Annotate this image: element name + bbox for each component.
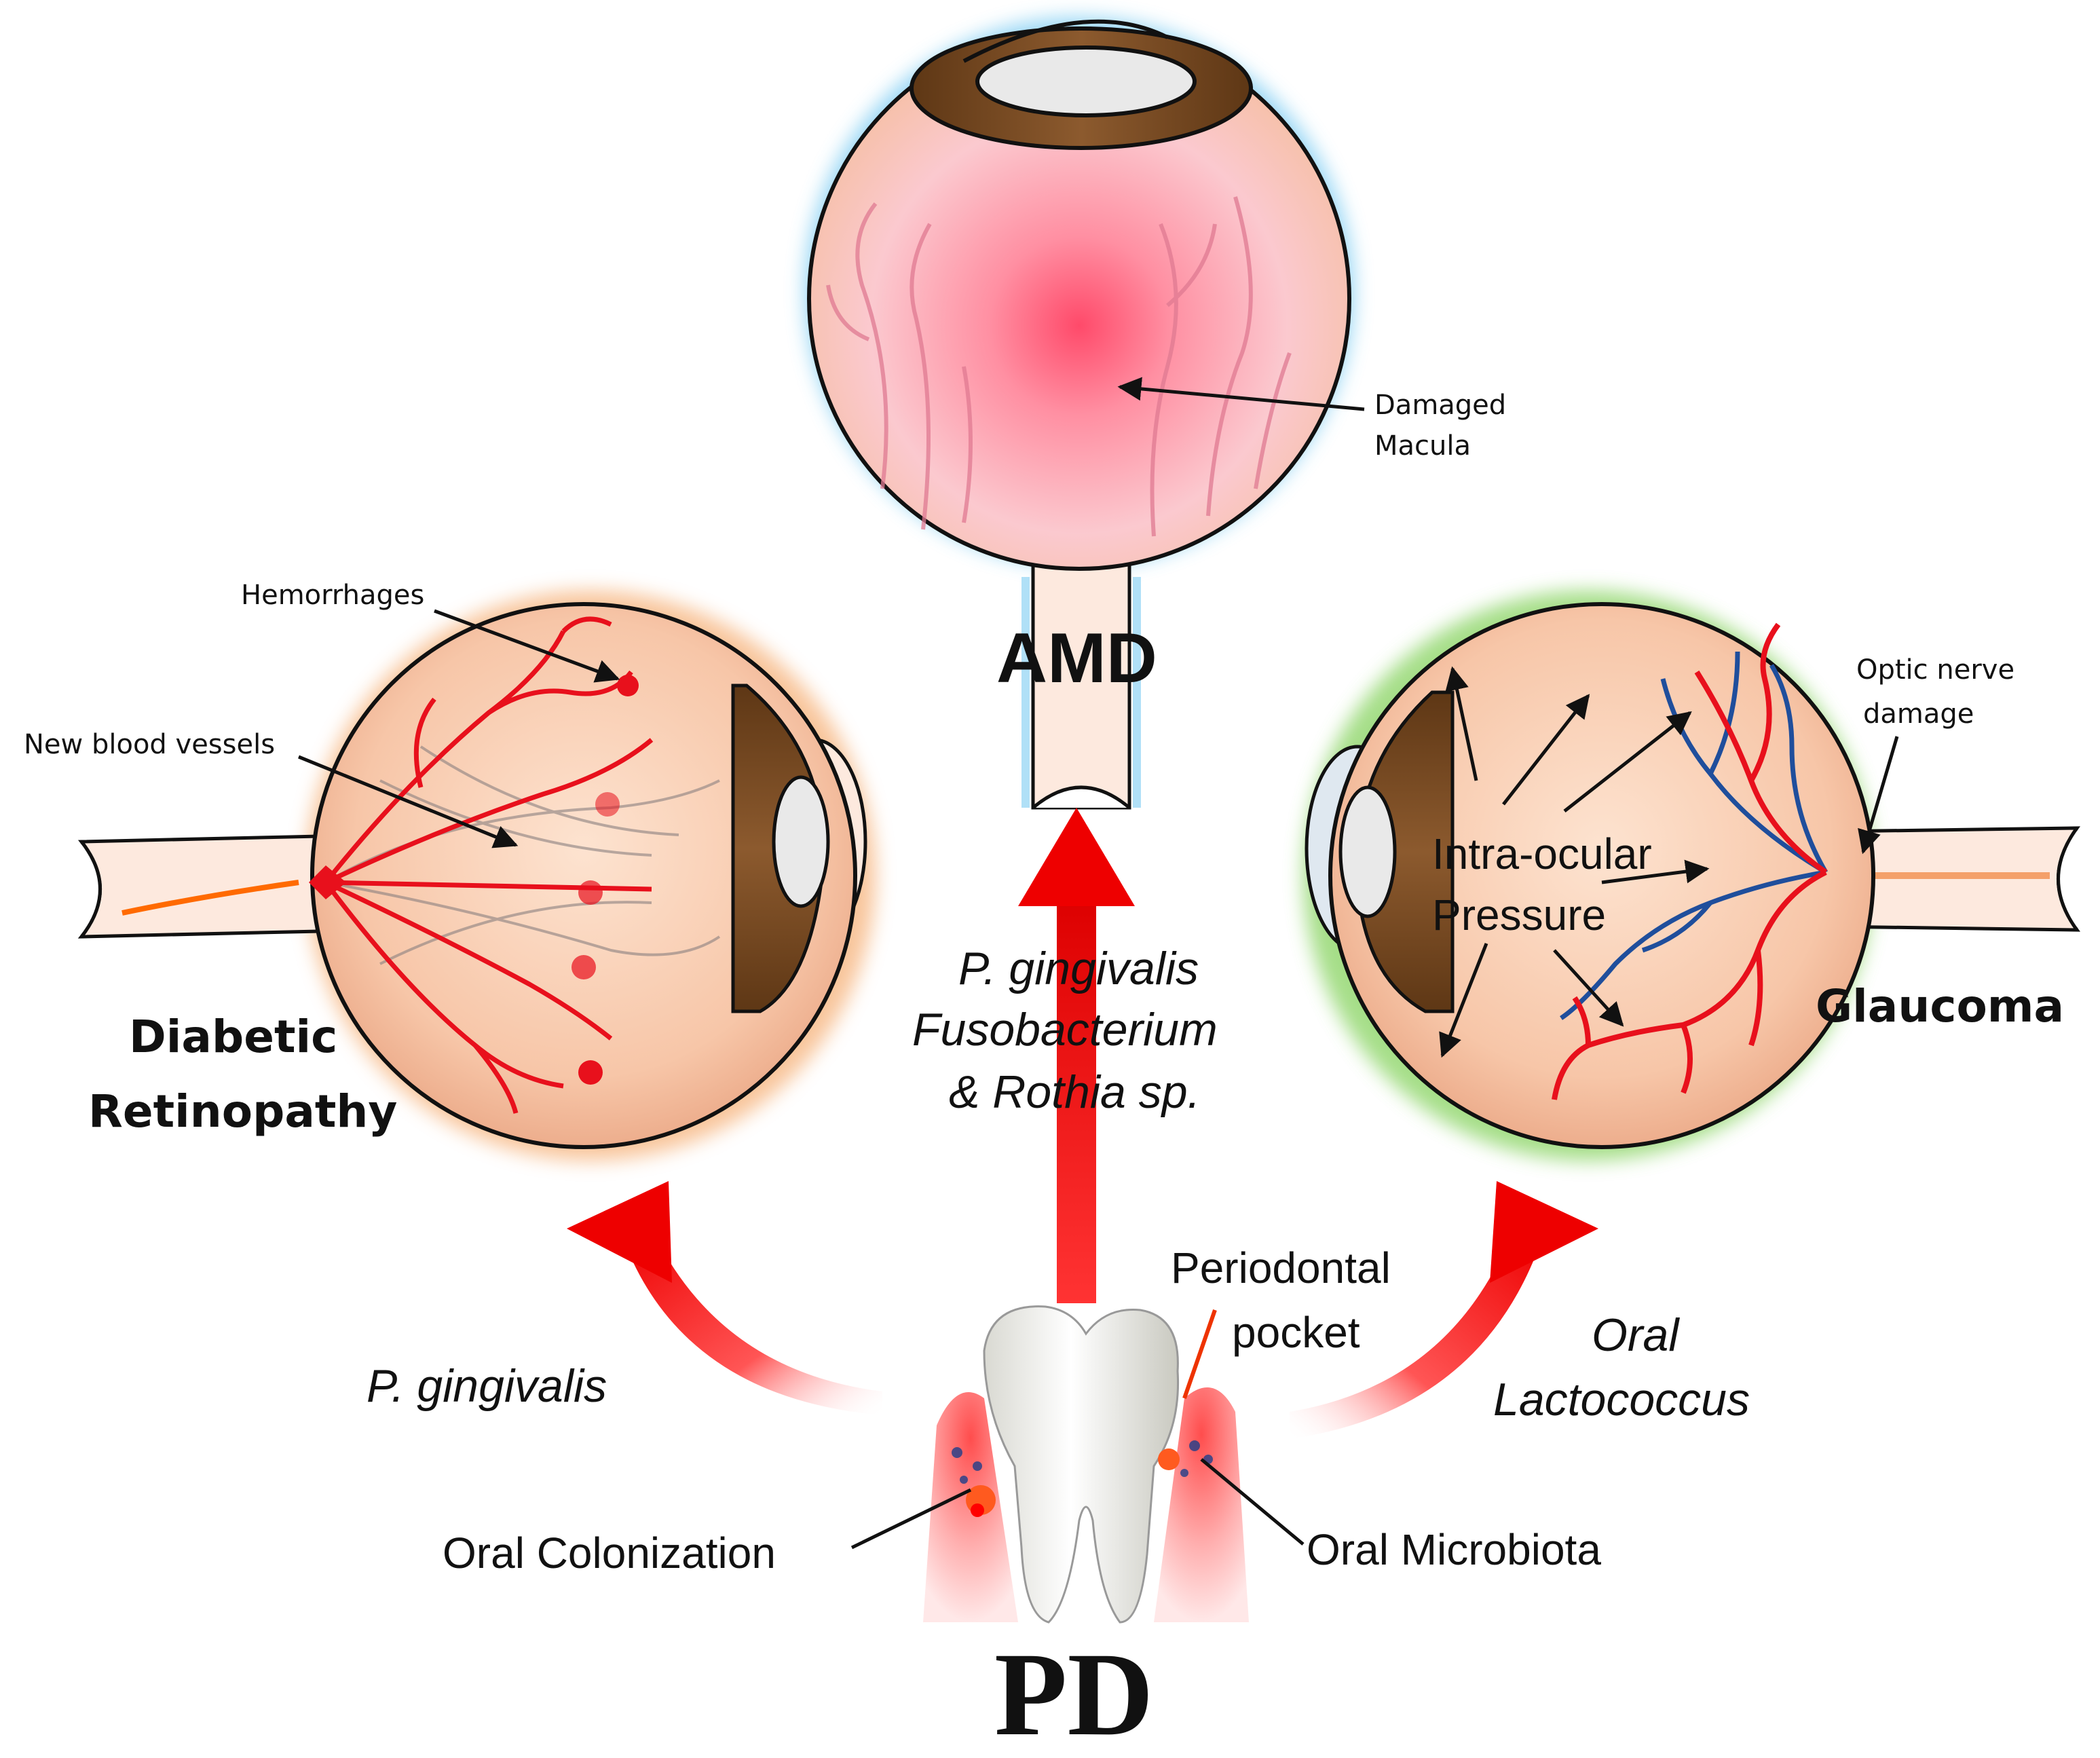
tooth-illustration (923, 1305, 1249, 1624)
pocket-label-line2: pocket (1232, 1308, 1360, 1357)
colonization-pointer (850, 1488, 972, 1550)
macula-label-line2: Macula (1374, 430, 1471, 462)
hemorrhages-label: Hemorrhages (241, 580, 424, 611)
gum-right (1154, 1387, 1249, 1622)
macula-pointer (1117, 377, 1365, 411)
microbiota-label: Oral Microbiota (1307, 1525, 1601, 1574)
pocket-pointer (1182, 1309, 1217, 1399)
amd-pupil (975, 45, 1197, 117)
glaucoma-pupil (1338, 785, 1397, 918)
new-vessels-label: New blood vessels (24, 729, 275, 760)
center-arrow (1018, 808, 1135, 1303)
optic-nerve-pointer (1858, 736, 1899, 855)
left-curved-arrow (567, 1181, 882, 1415)
pocket-label-line1: Periodontal (1171, 1243, 1391, 1292)
right-pathway-line1: Oral (1592, 1309, 1680, 1361)
amd-vessels (826, 196, 1292, 537)
dr-eyeball (310, 602, 857, 1149)
amd-title: AMD (996, 619, 1157, 698)
optic-nerve-label-line1: Optic nerve (1856, 654, 2014, 686)
pressure-arrows (1439, 666, 1710, 1058)
glaucoma-title: Glaucoma (1816, 980, 2064, 1032)
center-pathway-line1: P. gingivalis (958, 943, 1199, 994)
tooth (983, 1305, 1180, 1624)
amd-eye: Damaged Macula AMD (804, 17, 1506, 810)
glaucoma-eye: Intra-ocular Pressure Optic nerve damage… (1303, 591, 2080, 1161)
microbiota-pointer (1200, 1458, 1305, 1546)
colonization-label: Oral Colonization (443, 1529, 776, 1577)
hemorrhages-pointer (434, 609, 620, 683)
dr-pupil (772, 775, 830, 908)
macula-label-line1: Damaged (1374, 390, 1506, 421)
pressure-label-line1: Intra-ocular (1432, 829, 1652, 878)
pressure-label-line2: Pressure (1432, 891, 1606, 939)
dr-eye: Hemorrhages New blood vessels Diabetic R… (24, 580, 876, 1161)
right-pathway-line2: Lactococcus (1493, 1374, 1750, 1425)
dr-hemorrhages (571, 675, 639, 1085)
new-vessels-pointer (298, 755, 519, 848)
left-pathway-label: P. gingivalis (367, 1360, 607, 1412)
dr-title-line1: Diabetic (129, 1011, 337, 1063)
dr-title-line2: Retinopathy (88, 1085, 397, 1138)
center-pathway-line3: & Rothia sp. (949, 1066, 1200, 1118)
glaucoma-arteries (1552, 622, 1828, 1100)
optic-nerve-label-line2: damage (1863, 698, 1974, 730)
center-pathway-line2: Fusobacterium (912, 1004, 1218, 1055)
right-curved-arrow (1290, 1181, 1598, 1439)
pd-title: PD (994, 1628, 1154, 1758)
